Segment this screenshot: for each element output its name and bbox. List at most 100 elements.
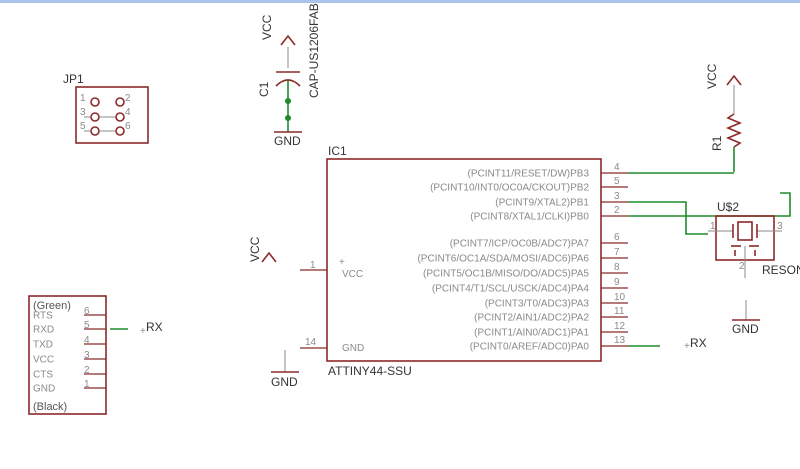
ftdi-pin-number: 4 bbox=[84, 335, 90, 346]
jp1-pin-label: 3 bbox=[80, 107, 86, 118]
ftdi-pin-label: RTS bbox=[33, 311, 53, 322]
ftdi-pin-label: VCC bbox=[33, 355, 54, 366]
r1-zigzag bbox=[725, 113, 743, 148]
jp1-body[interactable] bbox=[75, 86, 149, 144]
ftdi-pin-number: 5 bbox=[84, 320, 90, 331]
ic1-pin-number: 13 bbox=[614, 335, 626, 346]
ftdi-top-label: (Green) bbox=[33, 300, 71, 312]
ic1-pin-number: 8 bbox=[614, 262, 620, 273]
ic1-pin-label: (PCINT0/AREF/ADC0)PA0 bbox=[470, 342, 590, 353]
resonator-name: U$2 bbox=[717, 200, 739, 214]
window-top-border bbox=[0, 0, 800, 3]
ftdi-pin-label: CTS bbox=[33, 370, 53, 381]
ftdi-body[interactable] bbox=[28, 295, 107, 415]
ic1-pin-number: 14 bbox=[305, 337, 317, 348]
ic1-pin-label: (PCINT2/AIN1/ADC2)PA2 bbox=[474, 313, 589, 324]
jp1-pin-label: 1 bbox=[80, 93, 86, 104]
ic1-pin-label: (PCINT11/RESET/DW)PB3 bbox=[468, 169, 590, 180]
jp1-pin[interactable] bbox=[115, 112, 125, 122]
r1-vcc-arrow-icon bbox=[726, 74, 742, 86]
ic1-vcc-symbol: VCC bbox=[248, 236, 277, 263]
jp1-pin[interactable] bbox=[115, 126, 125, 136]
c1-junction-dot bbox=[285, 98, 291, 104]
resonator-gnd-label: GND bbox=[732, 322, 759, 336]
ic1-body[interactable] bbox=[326, 158, 602, 362]
ic1-pin-number: 2 bbox=[614, 205, 620, 216]
jp1-name: JP1 bbox=[63, 72, 84, 86]
rx-net-label-ic: RX bbox=[690, 336, 707, 350]
ftdi-pin-number: 2 bbox=[84, 365, 90, 376]
ic1-origin-mark: + bbox=[339, 257, 345, 268]
ic1-vcc-arrow-icon bbox=[261, 251, 277, 263]
r1-vcc-label: VCC bbox=[705, 63, 719, 89]
ftdi-pin-label: GND bbox=[33, 384, 55, 395]
resonator-pin-label: 1 bbox=[710, 221, 716, 232]
ic1-pin-number: 9 bbox=[614, 277, 620, 288]
jp1-pin-label: 4 bbox=[125, 107, 131, 118]
ftdi-pin-label: TXD bbox=[33, 340, 53, 351]
jp1-pin-label: 6 bbox=[125, 121, 131, 132]
ic1-pin-number: 11 bbox=[614, 306, 625, 317]
ic1-pin-label: (PCINT3/T0/ADC3)PA3 bbox=[485, 299, 590, 310]
ic1-pin-number: 5 bbox=[614, 176, 620, 187]
jp1-pin[interactable] bbox=[90, 126, 100, 136]
ic1-gnd-label: GND bbox=[271, 375, 298, 389]
c1-value: CAP-US1206FAB bbox=[307, 3, 321, 98]
ftdi-pin-number: 1 bbox=[84, 379, 90, 390]
wire-xtal2[interactable] bbox=[628, 201, 708, 235]
resonator-pin-label: 2 bbox=[739, 261, 745, 272]
ic1-value: ATTINY44-SSU bbox=[328, 364, 412, 378]
c1-vcc-label: VCC bbox=[260, 14, 274, 40]
jp1-pin[interactable] bbox=[90, 112, 100, 122]
c1-symbol[interactable]: VCC C1 CAP-US1206FAB GND bbox=[257, 3, 321, 148]
ic1-pin-label: (PCINT8/XTAL1/CLKI)PB0 bbox=[470, 212, 589, 223]
ic1-right-pins: (PCINT11/RESET/DW)PB3 4 (PCINT10/INT0/OC0A… bbox=[417, 162, 628, 353]
ic1-left-pins: 1 VCC 14 GND bbox=[300, 260, 364, 354]
ic1-pin-label: (PCINT1/AIN0/ADC1)PA1 bbox=[474, 328, 589, 339]
ic1-pin-label: GND bbox=[342, 343, 364, 354]
resonator-symbol[interactable]: U$2 1 3 2 RESONATOR bbox=[708, 200, 800, 278]
ic1-pin-label: (PCINT10/INT0/OC0A/CKOUT)PB2 bbox=[430, 183, 589, 194]
r1-name: R1 bbox=[710, 135, 724, 151]
wire-xtal1[interactable] bbox=[628, 192, 791, 217]
jp1-pin-label: 5 bbox=[80, 121, 86, 132]
c1-junction-dot bbox=[285, 115, 291, 121]
ic1-name: IC1 bbox=[328, 144, 347, 158]
ic1-gnd-symbol: GND bbox=[271, 350, 299, 389]
ic1-vcc-label: VCC bbox=[248, 236, 262, 262]
ftdi-pin-number: 6 bbox=[84, 306, 90, 317]
resonator-value: RESONATOR bbox=[762, 263, 800, 277]
ic1-pin-number: 12 bbox=[614, 321, 626, 332]
ftdi-pin-label: RXD bbox=[33, 325, 54, 336]
jp1-pin-label: 2 bbox=[125, 93, 131, 104]
ic1-pin-label: (PCINT7/ICP/OC0B/ADC7)PA7 bbox=[450, 239, 590, 250]
resonator-pin-label: 3 bbox=[777, 221, 783, 232]
jp1-pin[interactable] bbox=[115, 97, 125, 107]
rx-net-mark: + bbox=[684, 341, 690, 352]
c1-gnd-label: GND bbox=[274, 134, 301, 148]
ic1-pin-number: 3 bbox=[614, 191, 620, 202]
ic1-pin-label: VCC bbox=[342, 269, 363, 280]
rx-net-mark: + bbox=[140, 326, 146, 337]
jp1-pins: 1 2 3 4 5 6 bbox=[80, 93, 131, 136]
ic1-pin-label: (PCINT6/OC1A/SDA/MOSI/ADC6)PA6 bbox=[417, 254, 589, 265]
ftdi-bottom-label: (Black) bbox=[33, 401, 67, 413]
jp1-pin[interactable] bbox=[90, 97, 100, 107]
resonator-gnd-symbol: GND bbox=[732, 300, 760, 336]
ic1-pin-label: (PCINT5/OC1B/MISO/DO/ADC5)PA5 bbox=[423, 269, 589, 280]
ic1-wires bbox=[110, 172, 791, 347]
ic1-pin-label: (PCINT4/T1/SCL/USCK/ADC4)PA4 bbox=[432, 284, 590, 295]
ftdi-pin-number: 3 bbox=[84, 350, 90, 361]
r1-symbol[interactable]: VCC R1 bbox=[705, 63, 743, 172]
rx-net-label-ftdi: RX bbox=[146, 320, 163, 334]
ic1-pin-label: (PCINT9/XTAL2)PB1 bbox=[495, 198, 589, 209]
ic1-pin-number: 7 bbox=[614, 247, 620, 258]
ic1-pin-number: 4 bbox=[614, 162, 620, 173]
c1-vcc-arrow-icon bbox=[280, 34, 296, 46]
ic1-pin-number: 6 bbox=[614, 232, 620, 243]
ic1-pin-number: 1 bbox=[310, 260, 316, 271]
ic1-pin-number: 10 bbox=[614, 292, 626, 303]
